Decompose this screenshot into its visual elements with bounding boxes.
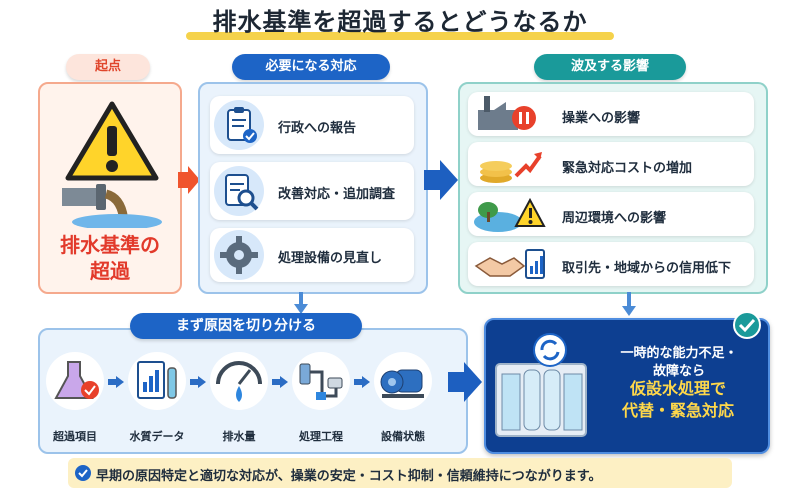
report-magnifier-icon: [214, 166, 264, 216]
warning-discharge-icon: [62, 101, 162, 228]
arrow-down-icon: [294, 292, 308, 314]
start-text-line1: 排水基準の: [60, 233, 160, 257]
page-title: 排水基準を超過するとどうなるか: [212, 8, 588, 36]
factory-stop-icon: [478, 96, 536, 130]
cause-label-water-data: 水質データ: [129, 430, 185, 443]
start-text-line2: 超過: [90, 259, 130, 283]
arrow-right-icon: [108, 376, 124, 388]
cause-label-process: 処理工程: [299, 430, 343, 443]
arrow-right-icon: [272, 376, 288, 388]
temporary-text-highlight: 仮設水処理で 代替・緊急対応: [590, 378, 766, 422]
arrow-right-icon: [448, 362, 482, 402]
cause-label-items: 超過項目: [53, 430, 97, 443]
temporary-text-line2: 仮設水処理で: [629, 379, 726, 398]
impact-label-operations: 操業への影響: [562, 111, 641, 126]
flow-gauge-icon: [210, 352, 268, 410]
impact-label-environment: 周辺環境への影響: [562, 211, 667, 226]
action-label-equipment: 処理設備の見直し: [278, 251, 383, 266]
section-label-impacts: 波及する影響: [534, 54, 686, 80]
arrow-down-icon: [622, 292, 636, 316]
impact-label-trust: 取引先・地域からの信用低下: [562, 261, 732, 276]
clipboard-check-icon: [214, 100, 264, 150]
action-label-investigation: 改善対応・追加調査: [278, 187, 396, 202]
impact-label-cost: 緊急対応コストの増加: [562, 161, 693, 176]
gear-icon: [214, 230, 264, 280]
environment-warning-icon: [474, 197, 546, 232]
handshake-chart-icon: [474, 249, 545, 279]
arrow-right-icon: [354, 376, 370, 388]
flask-check-icon: [46, 352, 104, 410]
arrow-right-icon: [178, 166, 200, 194]
section-label-start: 起点: [66, 54, 150, 80]
check-badge-icon: [733, 311, 761, 339]
pump-motor-icon: [374, 352, 432, 410]
impact-card-cost: [468, 142, 754, 186]
arrow-right-icon: [424, 160, 458, 200]
temporary-text-line1: 一時的な能力不足・ 故障なら: [600, 345, 758, 381]
check-circle-icon: [75, 465, 91, 481]
data-chart-icon: [128, 352, 186, 410]
action-label-report: 行政への報告: [278, 121, 357, 136]
start-text: 排水基準の 超過: [38, 232, 182, 284]
section-label-causes: まず原因を切り分ける: [130, 313, 362, 339]
temporary-treatment-unit-icon: [495, 333, 587, 437]
temporary-text-line1a: 一時的な能力不足・: [620, 346, 738, 361]
section-label-actions: 必要になる対応: [232, 54, 390, 80]
temporary-text-line3: 代替・緊急対応: [621, 401, 734, 420]
footer-banner: [68, 458, 732, 488]
footer-text: 早期の原因特定と適切な対応が、操業の安定・コスト抑制・信頼維持につながります。: [96, 469, 602, 484]
process-pipes-icon: [292, 352, 350, 410]
temporary-text-line1b: 故障なら: [652, 364, 705, 379]
cause-label-equipment: 設備状態: [381, 430, 425, 443]
coins-up-icon: [480, 152, 542, 183]
arrow-right-icon: [190, 376, 206, 388]
cause-label-flow: 排水量: [222, 430, 256, 443]
